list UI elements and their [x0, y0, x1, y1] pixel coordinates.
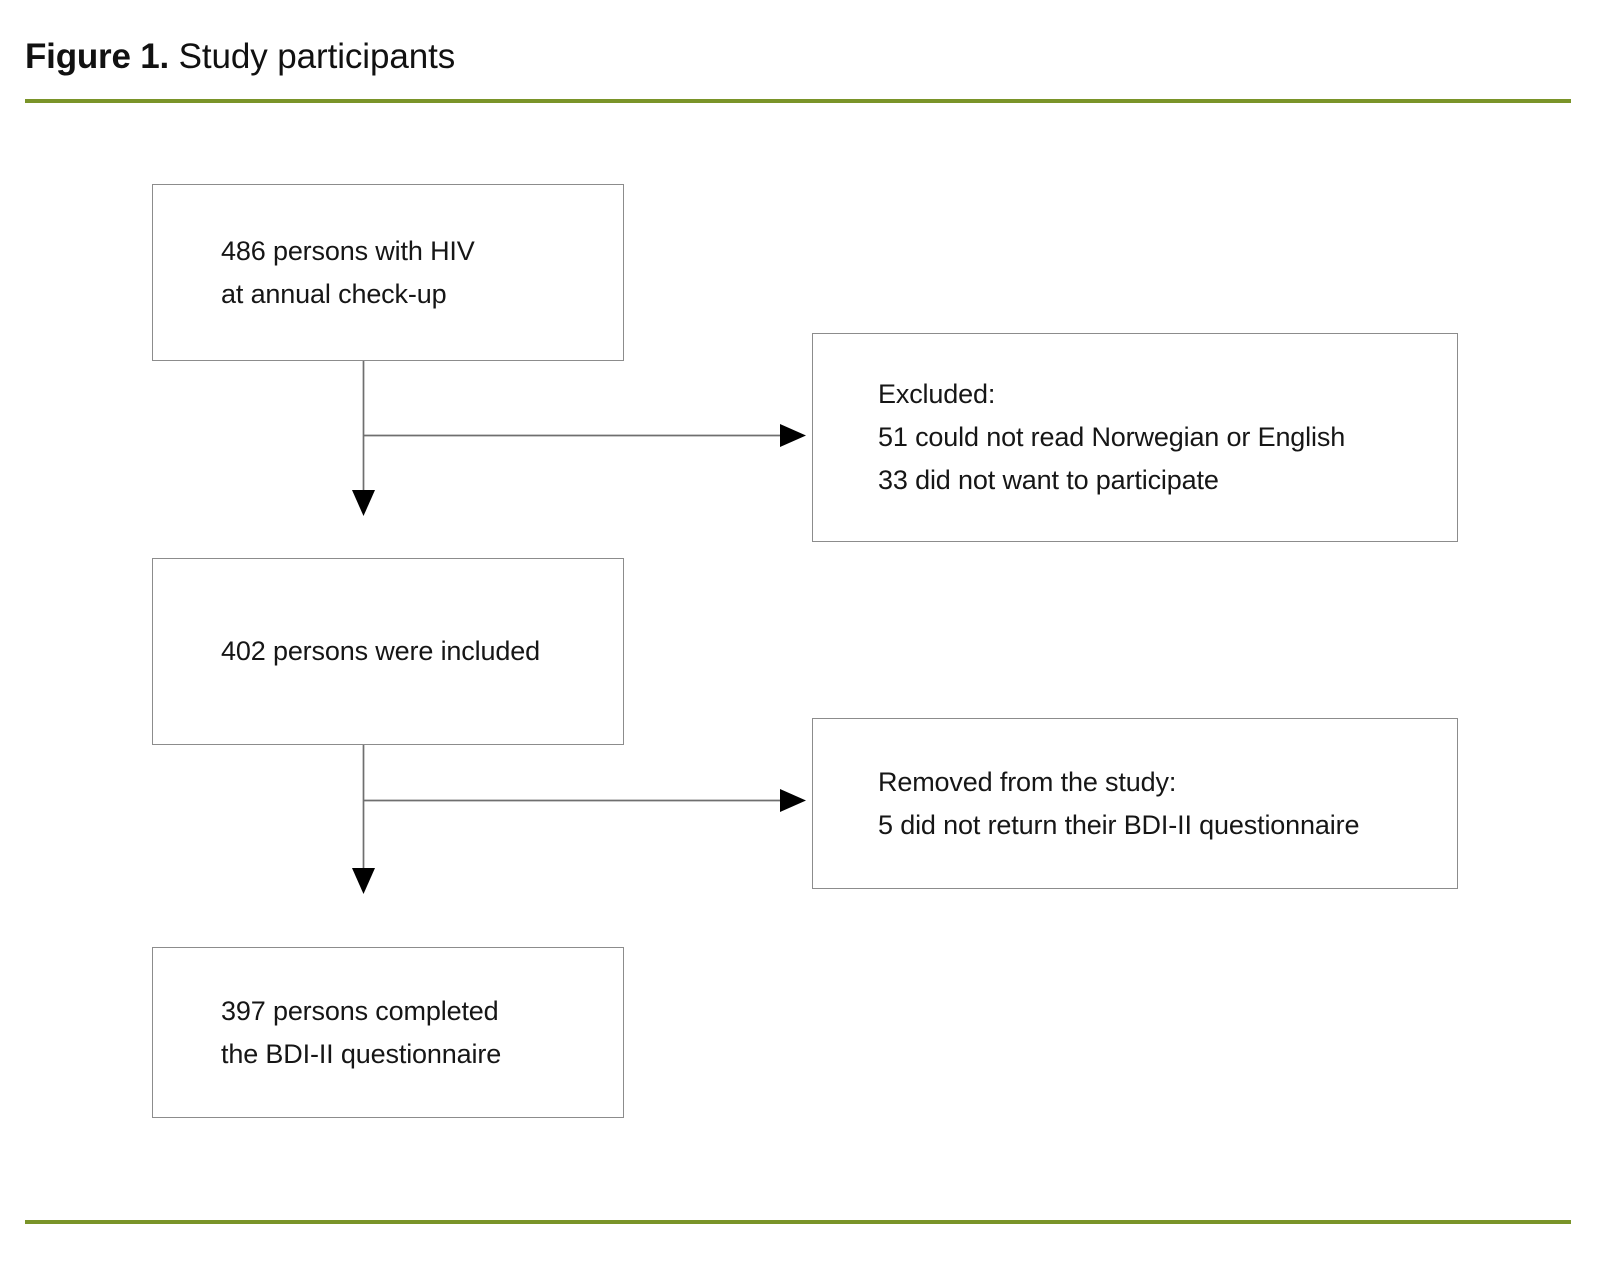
flow-node-excluded-1: Excluded: 51 could not read Norwegian or…: [812, 333, 1458, 542]
flow-node-enrolled: 486 persons with HIV at annual check-up: [152, 184, 624, 361]
flow-node-completed-text: 397 persons completed the BDI-II questio…: [221, 995, 502, 1069]
flow-node-included: 402 persons were included: [152, 558, 624, 745]
arrowhead-right-included-to-removed-1: [780, 789, 806, 812]
flow-node-removed-1: Removed from the study: 5 did not return…: [812, 718, 1458, 889]
title-divider-top: [25, 99, 1571, 103]
figure-divider-bottom: [25, 1220, 1571, 1224]
arrowhead-right-enrolled-to-excluded-1: [780, 424, 806, 447]
flow-node-completed: 397 persons completed the BDI-II questio…: [152, 947, 624, 1118]
flow-node-removed-1-text: Removed from the study: 5 did not return…: [878, 766, 1360, 840]
flow-node-excluded-1-text: Excluded: 51 could not read Norwegian or…: [878, 379, 1346, 495]
figure-title: Figure 1. Study participants: [25, 33, 455, 81]
arrowhead-down-enrolled-to-included: [352, 490, 375, 516]
arrowhead-down-included-to-completed: [352, 868, 375, 894]
figure-number: Figure 1.: [25, 37, 170, 76]
flow-node-enrolled-text: 486 persons with HIV at annual check-up: [221, 235, 475, 309]
figure-caption: Study participants: [169, 37, 456, 76]
flow-node-included-text: 402 persons were included: [221, 636, 540, 666]
